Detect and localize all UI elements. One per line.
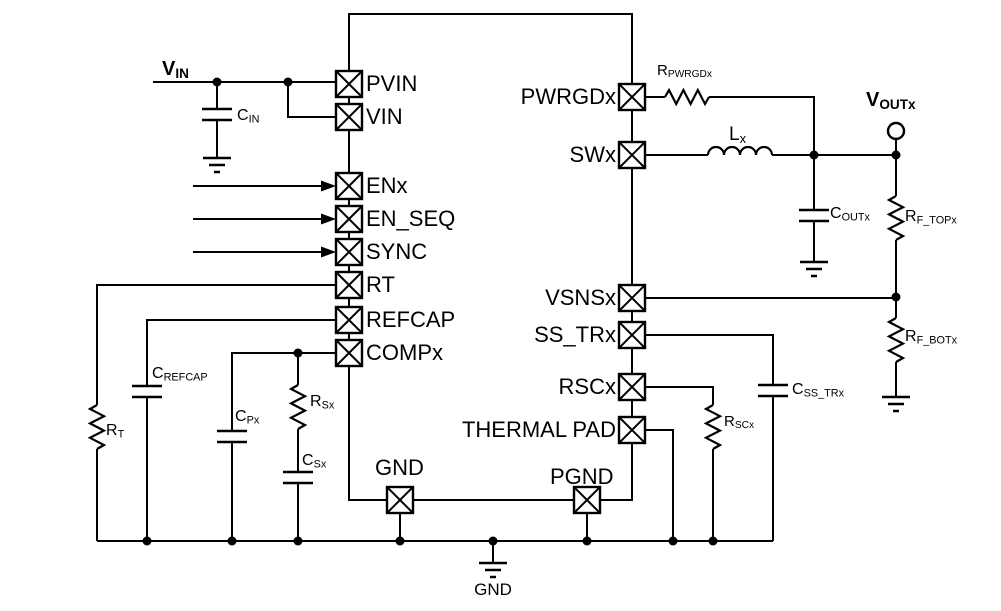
arrow-sync: [321, 246, 336, 258]
pin-label-pwrgdx: PWRGDx: [520, 84, 616, 109]
pin-enseq: [334, 204, 364, 234]
ground-main: [477, 561, 509, 579]
pin-label-vsnsx: VSNSx: [545, 285, 616, 310]
pin-pgnd: [572, 485, 602, 515]
net-label-gnd: GND: [474, 580, 512, 599]
pin-refcap: [334, 305, 364, 335]
wire-rt: [96, 284, 336, 541]
wire-compx-cpx: [231, 352, 336, 541]
pin-vin: [334, 102, 364, 132]
wire-enable-inputs: [193, 185, 322, 253]
junction-dots: [142, 77, 901, 546]
wire-rscx: [645, 386, 714, 541]
input-arrows: [321, 180, 336, 258]
pin-label-rt: RT: [366, 272, 395, 297]
pin-label-compx: COMPx: [366, 340, 443, 365]
ground-cin: [201, 156, 233, 174]
pin-label-pgnd: PGND: [550, 464, 614, 489]
pin-sync: [334, 237, 364, 267]
comp-label-coutx: COUTx: [830, 205, 870, 224]
pin-rscx: [617, 372, 647, 402]
wire-pwrgdx: [645, 96, 815, 155]
comp-label-cin: CIN: [237, 107, 260, 126]
pin-compx: [334, 338, 364, 368]
vout-terminal-circle: [886, 121, 906, 141]
pin-vsnsx: [617, 283, 647, 313]
comp-label-rftopx: RF_TOPx: [905, 208, 957, 227]
pin-label-gnd: GND: [375, 455, 424, 480]
resistor-rsx: [288, 384, 308, 430]
capacitor-cpx: [215, 429, 249, 444]
resistor-rfbotx: [886, 317, 906, 363]
wires: [96, 81, 897, 563]
resistor-rscx: [703, 404, 723, 450]
pin-pwrgdx: [617, 82, 647, 112]
comp-label-cpx: CPx: [235, 408, 260, 427]
pin-swx: [617, 140, 647, 170]
capacitor-csx: [281, 470, 315, 485]
comp-label-rscx: RSCx: [724, 413, 755, 432]
wire-sstrx: [645, 334, 774, 541]
pin-sstrx: [617, 320, 647, 350]
resistor-rt: [87, 404, 107, 450]
resistor-rftopx: [886, 195, 906, 241]
pin-label-refcap: REFCAP: [366, 307, 456, 332]
arrow-enseq: [321, 213, 336, 225]
ground-coutx: [798, 260, 830, 278]
pin-label-enseq: EN_SEQ: [366, 206, 456, 231]
resistor-rpwrgdx: [664, 87, 710, 107]
pin-label-enx: ENx: [366, 173, 408, 198]
ground-rfbotx: [880, 395, 912, 413]
capacitor-coutx: [797, 208, 831, 223]
comp-label-rsx: RSx: [310, 393, 335, 412]
pin-enx: [334, 171, 364, 201]
comp-label-lx: Lx: [729, 124, 747, 146]
pin-pvin: [334, 69, 364, 99]
arrow-enx: [321, 180, 336, 192]
pin-label-sstrx: SS_TRx: [534, 322, 616, 347]
inductor-lx: [706, 145, 774, 156]
capacitor-crefcap: [130, 384, 164, 399]
pin-label-vin: VIN: [366, 104, 403, 129]
comp-label-rpwrgdx: RPWRGDx: [657, 62, 712, 81]
pin-label-rscx: RSCx: [558, 374, 616, 399]
resistors: [87, 87, 906, 450]
net-label-vin: VIN: [162, 58, 189, 81]
wire-refcap: [146, 319, 336, 541]
comp-label-rt: RT: [106, 422, 125, 441]
capacitor-csstrx: [756, 383, 790, 398]
pin-thermal-pad: [617, 415, 647, 445]
net-label-vout: VOUTx: [866, 89, 916, 112]
pin-gnd: [385, 485, 415, 515]
comp-label-csstrx: CSS_TRx: [792, 381, 845, 400]
comp-label-rfbotx: RF_BOTx: [905, 328, 958, 347]
wire-thermal-pad: [645, 429, 674, 541]
comp-label-csx: CSx: [302, 452, 327, 471]
pin-label-thermal-pad: THERMAL PAD: [461, 417, 616, 442]
capacitor-cin: [200, 107, 234, 122]
wire-vin-branch: [287, 82, 336, 118]
pin-label-swx: SWx: [569, 142, 616, 167]
pin-label-sync: SYNC: [366, 239, 428, 264]
pin-label-pvin: PVIN: [366, 71, 418, 96]
pin-rt: [334, 270, 364, 300]
comp-label-crefcap: CREFCAP: [152, 365, 208, 384]
